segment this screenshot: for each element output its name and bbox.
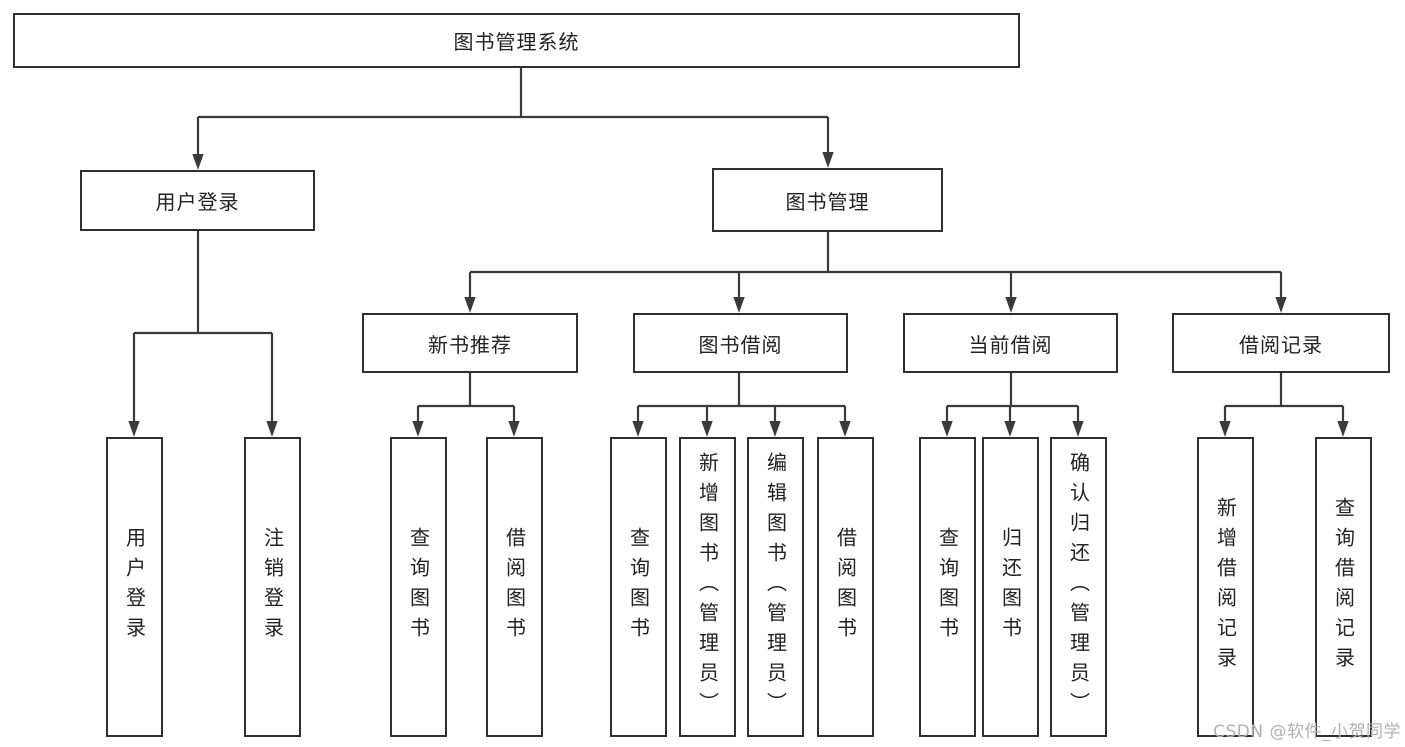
- node-cb-confirm: 确认归还（管理员）: [1050, 437, 1107, 737]
- node-label: 用户登录: [122, 527, 147, 647]
- node-bb-query: 查询图书: [610, 437, 667, 737]
- node-book-borrow: 图书借阅: [633, 313, 848, 373]
- node-bb-edit: 编辑图书（管理员）: [747, 437, 804, 737]
- node-label: 查询图书: [626, 527, 651, 647]
- node-nb-query: 查询图书: [390, 437, 447, 737]
- node-bb-borrow: 借阅图书: [817, 437, 874, 737]
- node-label: 新增图书（管理员）: [695, 452, 720, 722]
- node-current-borrow: 当前借阅: [903, 313, 1118, 373]
- node-label: 注销登录: [260, 527, 285, 647]
- node-book-mgmt: 图书管理: [712, 168, 943, 232]
- node-label: 归还图书: [998, 527, 1023, 647]
- node-ul-login: 用户登录: [106, 437, 163, 737]
- node-label: 编辑图书（管理员）: [763, 452, 788, 722]
- node-new-book-rec: 新书推荐: [362, 313, 578, 373]
- node-borrow-records: 借阅记录: [1172, 313, 1390, 373]
- node-user-login: 用户登录: [80, 170, 315, 231]
- edge-book-mgmt-trunk: [470, 232, 1281, 274]
- node-label: 新增借阅记录: [1213, 497, 1238, 677]
- node-cb-return: 归还图书: [982, 437, 1039, 737]
- node-label: 确认归还（管理员）: [1066, 452, 1091, 722]
- node-br-query: 查询借阅记录: [1315, 437, 1372, 737]
- node-nb-borrow: 借阅图书: [486, 437, 543, 737]
- node-label: 借阅图书: [833, 527, 858, 647]
- edge-user-login-trunk: [134, 231, 272, 335]
- node-br-add: 新增借阅记录: [1197, 437, 1254, 737]
- node-root: 图书管理系统: [13, 13, 1020, 68]
- edge-new-book-rec-trunk: [418, 373, 514, 408]
- node-ul-logout: 注销登录: [244, 437, 301, 737]
- node-label: 查询图书: [406, 527, 431, 647]
- edge-borrow-records-trunk: [1225, 373, 1343, 408]
- edge-book-borrow-trunk: [638, 373, 845, 408]
- node-label: 查询借阅记录: [1331, 497, 1356, 677]
- node-label: 借阅图书: [502, 527, 527, 647]
- edge-current-borrow-trunk: [947, 373, 1078, 408]
- node-bb-add: 新增图书（管理员）: [679, 437, 736, 737]
- edge-root-trunk: [198, 68, 828, 119]
- node-cb-query: 查询图书: [919, 437, 976, 737]
- node-label: 查询图书: [935, 527, 960, 647]
- csdn-watermark: CSDN @软件_小贺同学: [1213, 722, 1401, 742]
